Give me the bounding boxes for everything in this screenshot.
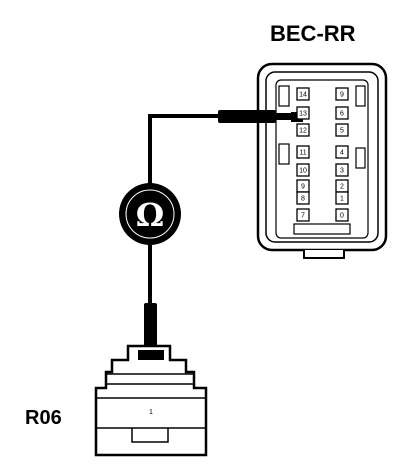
bec-rr-pin-label: 7 — [301, 213, 305, 220]
bec-rr-pin-cavity — [335, 208, 349, 222]
bec-rr-pin-cavity — [335, 87, 349, 101]
bec-rr-pin-label: 0 — [340, 213, 344, 220]
r06-pin-1-label: 1 — [149, 409, 153, 416]
bec-rr-pin-label: 9 — [340, 92, 344, 99]
bec-rr-pin-grid: 14 9 13 6 12 5 11 4 10 3 9 2 8 1 7 0 — [296, 87, 349, 222]
bec-rr-pin-label: 1 — [340, 196, 344, 203]
bec-rr-pin-cavity — [296, 106, 310, 120]
bec-rr-pin-cavity — [296, 123, 310, 137]
r06-label: R06 — [25, 407, 62, 429]
bec-rr-pin-cavity — [335, 145, 349, 159]
bec-rr-pin-cavity — [296, 145, 310, 159]
bec-rr-pin-cavity — [296, 87, 310, 101]
bec-rr-pin-cavity — [335, 163, 349, 177]
r06-connector: 1 — [94, 344, 208, 457]
bec-rr-pin-cavity — [296, 208, 310, 222]
bec-rr-pin-label: 11 — [299, 150, 306, 157]
bec-rr-pin-label: 10 — [299, 168, 307, 175]
bec-rr-pin-label: 2 — [340, 184, 344, 191]
bec-rr-pin-label: 3 — [340, 168, 344, 175]
bec-rr-pin-cavity — [335, 191, 349, 205]
bec-rr-label: BEC-RR — [270, 21, 356, 46]
test-lead-upper — [148, 110, 294, 195]
bec-rr-pin-cavity — [335, 106, 349, 120]
bec-rr-pin-cavity — [296, 191, 310, 205]
bec-rr-pin-label: 5 — [340, 128, 344, 135]
bec-rr-pin-label: 8 — [301, 196, 305, 203]
bec-rr-pin-label: 4 — [340, 150, 344, 157]
bec-rr-pin-cavity — [335, 123, 349, 137]
bec-rr-pin-label: 12 — [299, 128, 307, 135]
bec-rr-pin-cavity — [296, 163, 310, 177]
bec-rr-pin-label: 13 — [299, 111, 307, 118]
bec-rr-pin-label: 9 — [301, 184, 305, 191]
ohmmeter-icon: Ω — [136, 196, 164, 234]
bec-rr-pin-label: 14 — [299, 92, 307, 99]
ohmmeter: Ω — [119, 183, 181, 245]
bec-rr-connector: 14 9 13 6 12 5 11 4 10 3 9 2 8 1 7 0 — [256, 62, 388, 259]
bec-rr-pin-label: 6 — [340, 111, 344, 118]
